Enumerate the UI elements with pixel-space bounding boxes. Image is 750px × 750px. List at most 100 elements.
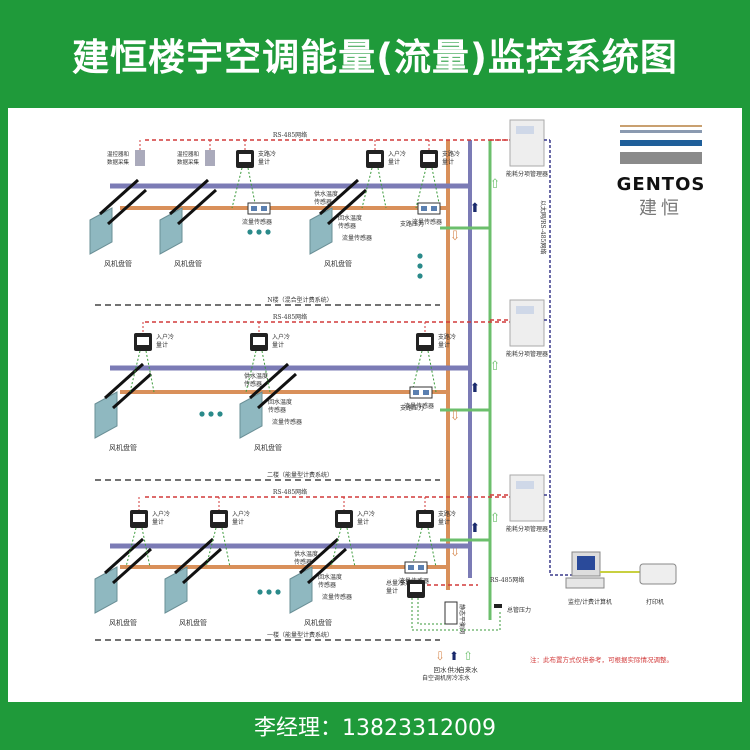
rs485-label: RS-485网络: [273, 131, 307, 139]
note-text: 注：此布置方式仅供参考，可根据实际情况调整。: [530, 655, 673, 664]
continuation-dot: [257, 589, 263, 595]
floor-label: N楼（混合型计费系统）: [267, 296, 332, 304]
flow-sensor-label: 流量传感器: [322, 593, 352, 601]
computer-base: [565, 577, 605, 589]
fan-coil-label: 风机盘管: [104, 259, 132, 268]
thermostat-label: 数据采集: [107, 158, 130, 166]
legend-caption: 自空调机房冷冻水: [422, 674, 470, 682]
signal-wire: [245, 350, 257, 393]
return-temp-label: 传感器: [318, 581, 336, 589]
flow-sensor: [409, 386, 433, 399]
signal-wire: [247, 167, 257, 209]
cold-meter-screen: [137, 337, 149, 345]
legend-arrow-icon: ⇩: [435, 649, 445, 663]
continuation-dot: [256, 229, 262, 235]
meter-label: 量计: [388, 158, 400, 166]
floor-label: 一楼（能量型计费系统）: [267, 631, 333, 639]
supply-temp-label: 传感器: [314, 198, 332, 206]
return-temp-label: 回水温度: [268, 398, 292, 406]
signal-wire: [427, 350, 437, 393]
continuation-dot: [265, 229, 271, 235]
thermostat-label: 温控器和: [107, 150, 129, 158]
fan-coil-unit: [94, 391, 118, 439]
flow-sensor-window: [423, 390, 429, 395]
flow-sensor-label: 流量传感器: [342, 234, 372, 242]
coil-pipe: [248, 362, 290, 400]
cold-meter-screen: [213, 514, 225, 522]
signal-wire: [231, 167, 243, 209]
cold-meter-screen: [419, 337, 431, 345]
meter-label: 支路冷: [258, 150, 276, 158]
continuation-dot: [275, 589, 281, 595]
signal-wire: [129, 350, 141, 393]
logo-stripe: [620, 152, 702, 164]
return-temp-label: 回水温度: [338, 214, 362, 222]
continuation-dot: [417, 263, 423, 269]
coil-pipe: [168, 178, 210, 216]
fan-coil-label: 风机盘管: [109, 443, 137, 452]
coil-pipe: [103, 362, 145, 400]
thermostat-label: 数据采集: [177, 158, 200, 166]
flow-arrow-icon: ⬆: [470, 521, 481, 536]
coil-pipe: [106, 188, 148, 226]
signal-wire: [415, 167, 427, 209]
cold-meter-screen: [253, 337, 265, 345]
meter-label: 入户冷: [232, 510, 250, 518]
meter-label: 入户冷: [272, 333, 290, 341]
signal-wire: [346, 527, 356, 568]
signal-wire: [431, 167, 441, 209]
flow-sensor-window: [408, 565, 414, 570]
meter-label: 量计: [442, 158, 454, 166]
legend-label: 自来水: [458, 665, 478, 674]
signal-wire: [411, 598, 501, 631]
return-temp-label: 传感器: [338, 222, 356, 230]
cold-meter-screen: [423, 154, 435, 162]
coil-pipe: [256, 372, 298, 410]
meter-label: 量计: [152, 518, 164, 526]
signal-wire: [125, 527, 137, 568]
continuation-dot: [199, 411, 205, 417]
supply-temp-label: 供水温度: [314, 190, 338, 198]
signal-wire: [411, 527, 423, 568]
printer-icon: [639, 563, 677, 585]
signal-wire: [330, 527, 342, 568]
meter-label: 入户冷: [388, 150, 406, 158]
flow-sensor-window: [413, 390, 419, 395]
fan-coil-unit: [309, 207, 333, 255]
fan-coil-unit: [89, 207, 113, 255]
continuation-dot: [266, 589, 272, 595]
coil-pipe: [326, 188, 368, 226]
network-label: 以太网/RS-485网络: [539, 200, 547, 254]
coil-pipe: [176, 188, 218, 226]
flow-arrow-icon: ⬆: [470, 381, 481, 396]
flow-arrow-icon: ⇩: [450, 229, 461, 244]
coil-pipe: [181, 547, 223, 585]
fan-coil-unit: [239, 391, 263, 439]
cabinet-panel: [516, 481, 534, 489]
diagram-svg: ⇩⬆⇧⇩⬆⇧⇩⬆⇧RS-485网络风机盘管风机盘管风机盘管支路冷量计入户冷量计支…: [89, 119, 704, 682]
balance-valve: [444, 601, 458, 625]
return-temp-label: 传感器: [268, 406, 286, 414]
flow-sensor: [417, 202, 441, 215]
flow-sensor-label: 流量传感器: [404, 402, 434, 410]
coil-pipe: [318, 178, 360, 216]
thermostat-box: [135, 150, 145, 166]
coil-pipe: [306, 547, 348, 585]
supply-temp-label: 供水温度: [294, 550, 318, 558]
printer-label: 打印机: [646, 598, 664, 606]
floor-label: 二楼（能量型计费系统）: [267, 471, 333, 479]
fan-coil-unit: [289, 566, 313, 614]
supply-temp-label: 传感器: [294, 558, 312, 566]
meter-label: 量计: [156, 341, 168, 349]
fan-coil-unit: [164, 566, 188, 614]
total-meter-label: 总量冷: [386, 579, 404, 587]
branch-pressure-label: 支路压力: [400, 220, 424, 228]
signal-wire: [221, 527, 231, 568]
cold-meter-screen: [369, 154, 381, 162]
continuation-dot: [417, 273, 423, 279]
continuation-dot: [208, 411, 214, 417]
fan-coil-label: 风机盘管: [109, 618, 137, 627]
meter-label: 量计: [232, 518, 244, 526]
continuation-dot: [417, 253, 423, 259]
